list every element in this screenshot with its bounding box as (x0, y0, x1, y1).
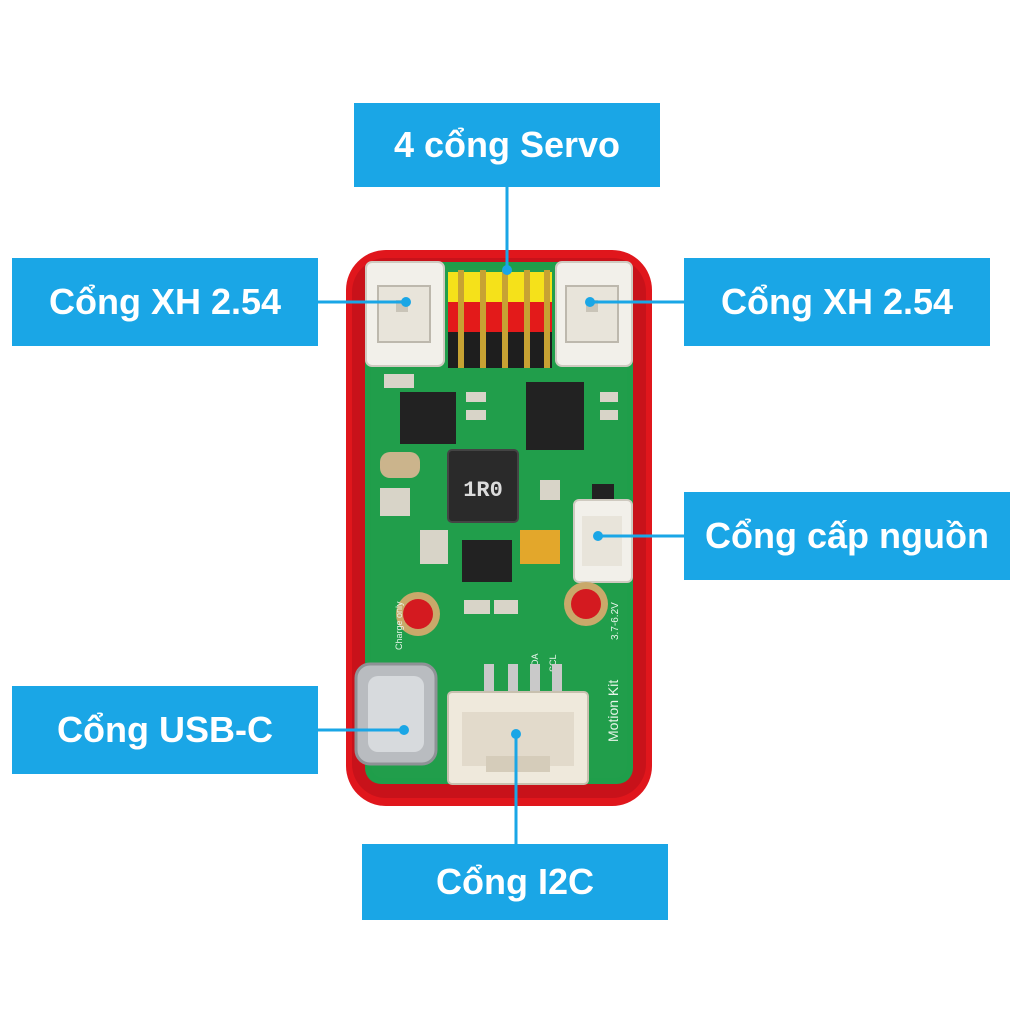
inductor: 1R0 (447, 449, 519, 523)
usb-c-port (354, 662, 438, 766)
ic-chip-left (400, 392, 456, 444)
xh-connector-left (365, 261, 445, 367)
ic-chip-right (526, 382, 584, 450)
silkscreen-sda: SDA (530, 653, 540, 672)
silkscreen-voltage: 3.7-6.2V (610, 602, 621, 640)
label-xh-port-right: Cổng XH 2.54 (684, 258, 990, 346)
xh-connector-right (555, 261, 633, 367)
silkscreen-charge-only: Charge only (394, 601, 404, 650)
label-xh-port-left: Cổng XH 2.54 (12, 258, 318, 346)
mounting-hole-left (396, 592, 440, 636)
callout-lines (318, 187, 684, 844)
power-connector (573, 499, 633, 583)
tantalum-capacitor (520, 530, 560, 564)
crystal (380, 452, 420, 478)
label-servo-ports: 4 cổng Servo (354, 103, 660, 187)
silkscreen-motion-kit: Motion Kit (605, 680, 621, 742)
label-power-port: Cổng cấp nguồn (684, 492, 1010, 580)
label-usb-c-port: Cổng USB-C (12, 686, 318, 774)
mounting-hole-right (564, 582, 608, 626)
silkscreen-scl: SCL (548, 654, 558, 672)
label-i2c-port: Cổng I2C (362, 844, 668, 920)
ic-chip-center (462, 540, 512, 582)
i2c-connector (447, 664, 589, 785)
inductor-marking: 1R0 (463, 478, 503, 503)
servo-headers (448, 270, 552, 368)
